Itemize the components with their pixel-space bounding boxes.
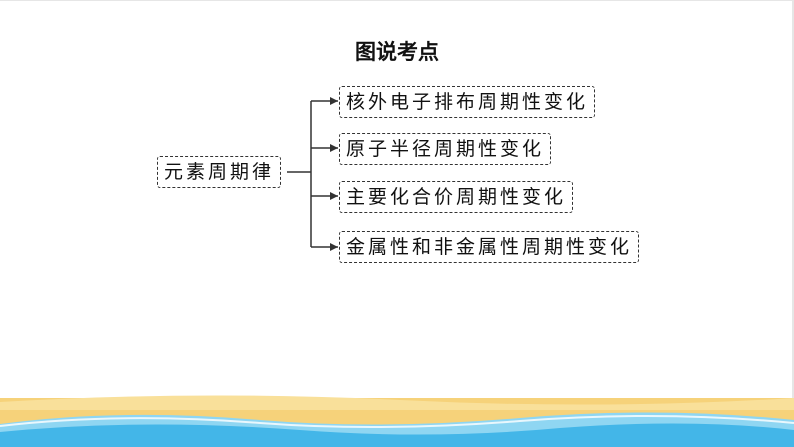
beach-wave-footer [0, 395, 794, 447]
branch-node-2: 原子半径周期性变化 [339, 133, 552, 165]
arrow-head-2 [330, 144, 338, 152]
slide-title: 图说考点 [355, 40, 439, 64]
arrow-head-4 [330, 243, 338, 251]
water-wave-front [0, 423, 794, 447]
sand-crest [0, 395, 794, 410]
root-node: 元素周期律 [157, 156, 282, 188]
slide-top-border [0, 0, 794, 1]
arrow-head-1 [330, 97, 338, 105]
branch-node-4: 金属性和非金属性周期性变化 [339, 231, 640, 263]
branch-node-1: 核外电子排布周期性变化 [339, 86, 596, 118]
slide-right-border [792, 0, 794, 447]
foam-line [0, 414, 794, 429]
arrow-head-3 [330, 192, 338, 200]
branch-node-3: 主要化合价周期性变化 [339, 181, 574, 213]
